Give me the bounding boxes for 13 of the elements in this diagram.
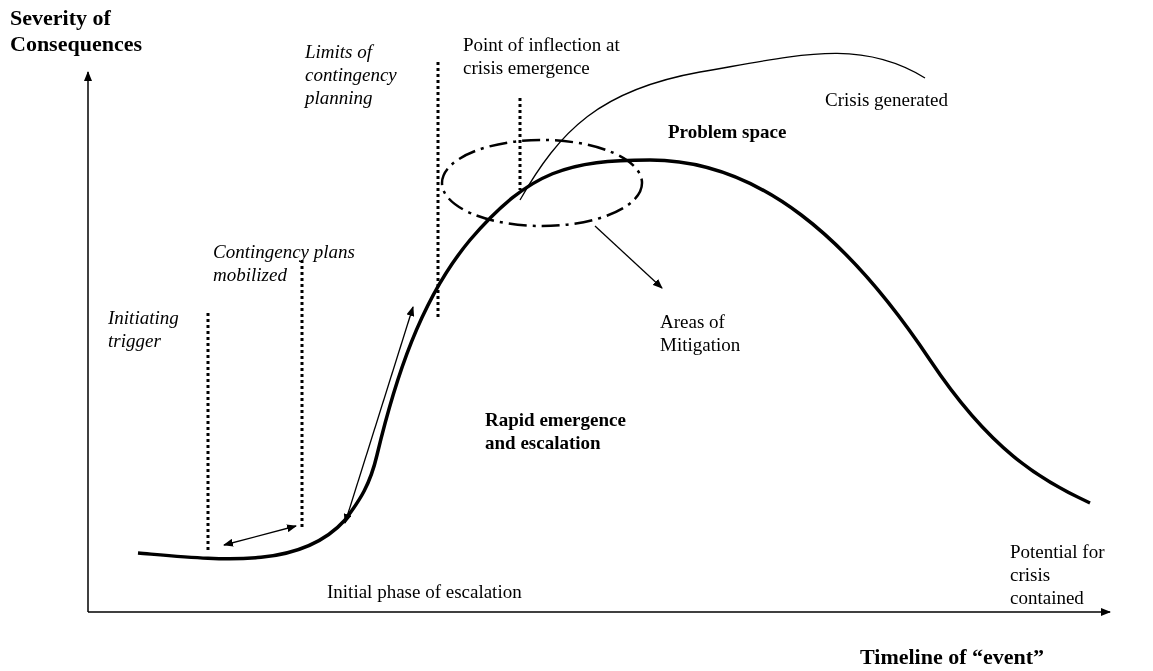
axis-title: Timeline of “event” [860, 644, 1046, 670]
annotation-label: Areas of Mitigation [660, 310, 742, 356]
region-label: Problem space [668, 120, 787, 143]
phase-label: Initial phase of escalation [327, 580, 523, 603]
annotation-label: Potential for crisis contained [1010, 540, 1105, 609]
phase-label: Rapid emergence and escalation [485, 408, 627, 454]
axis-title: Severity of Consequences [10, 5, 140, 57]
annotation-label: Point of inflection at crisis emergence [463, 33, 621, 79]
arrow [594, 225, 663, 289]
annotation-label: Contingency plans mobilized [213, 240, 356, 286]
annotation-label: Limits of contingency planning [305, 40, 395, 109]
annotation-label: Initiating trigger [108, 306, 180, 352]
annotation-label: Crisis generated [825, 88, 949, 111]
